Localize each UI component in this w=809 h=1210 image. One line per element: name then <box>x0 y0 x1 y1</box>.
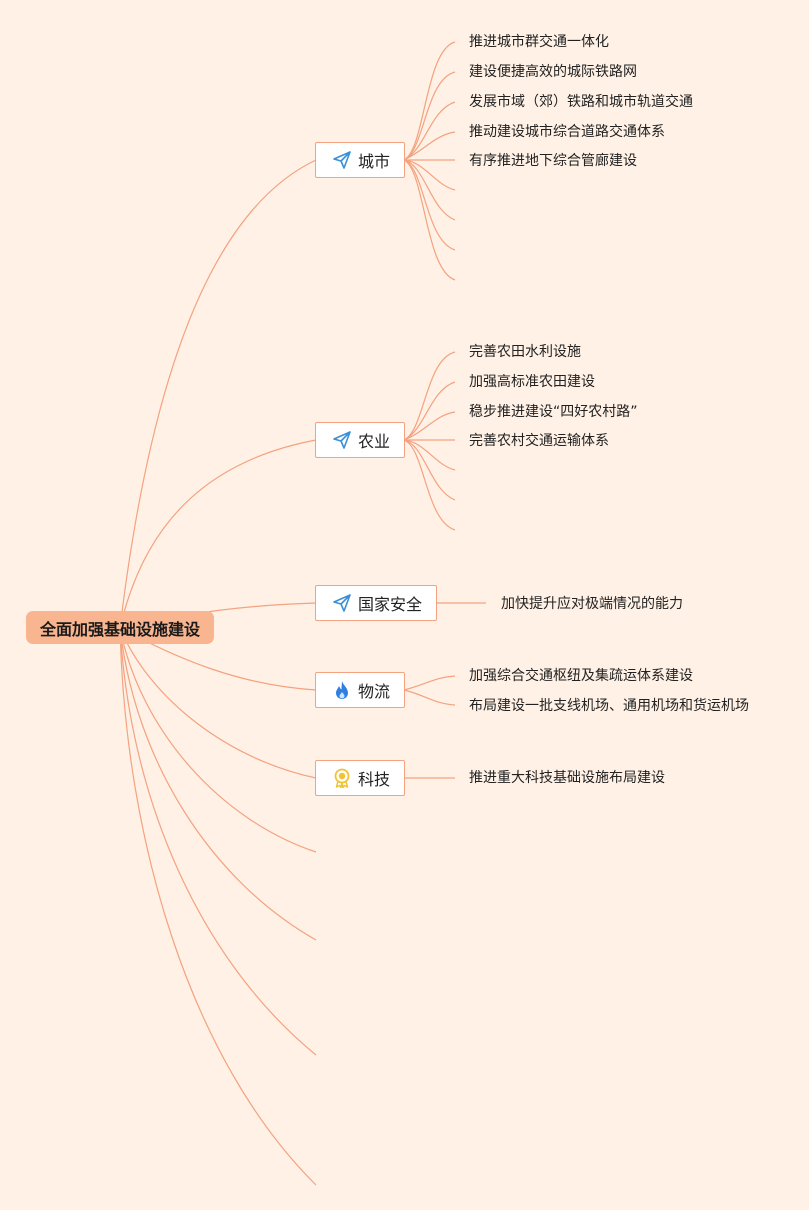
leaf-city-3[interactable]: 发展市域（郊）铁路和城市轨道交通 <box>469 94 693 110</box>
connector-agri-2 <box>403 381 456 441</box>
connector-logistics-2 <box>403 689 456 706</box>
connector-agri-1 <box>403 351 456 441</box>
branch-national-security-label: 国家安全 <box>358 595 423 614</box>
leaf-agriculture-4[interactable]: 完善农村交通运输体系 <box>469 433 609 449</box>
paper-plane-icon <box>332 150 352 170</box>
leaf-city-5[interactable]: 有序推进地下综合管廊建设 <box>469 153 637 169</box>
branch-technology[interactable]: 科技 <box>315 760 405 796</box>
connector-root-empty-4 <box>119 627 317 1186</box>
leaf-agriculture-1[interactable]: 完善农田水利设施 <box>469 344 581 360</box>
connector-logistics-1 <box>403 675 456 691</box>
connector-root-city <box>119 159 317 629</box>
branch-city[interactable]: 城市 <box>315 142 405 178</box>
connector-root-empty-1 <box>119 627 317 853</box>
branch-city-label: 城市 <box>358 152 391 171</box>
paper-plane-icon <box>332 430 352 450</box>
connector-agri-empty-3 <box>403 439 456 531</box>
connector-root-agriculture <box>119 439 317 629</box>
leaf-city-4[interactable]: 推动建设城市综合道路交通体系 <box>469 124 665 140</box>
connector-root-empty-2 <box>119 627 317 941</box>
branch-technology-label: 科技 <box>358 770 391 789</box>
root-label: 全面加强基础设施建设 <box>39 619 200 639</box>
connector-city-3 <box>403 101 456 161</box>
root-node[interactable]: 全面加强基础设施建设 <box>26 611 214 644</box>
connector-city-1 <box>403 41 456 161</box>
leaf-national-security-1[interactable]: 加快提升应对极端情况的能力 <box>501 596 683 612</box>
flame-icon <box>332 680 352 700</box>
leaf-agriculture-2[interactable]: 加强高标准农田建设 <box>469 374 595 390</box>
connector-city-empty-1 <box>403 159 456 191</box>
leaf-city-2[interactable]: 建设便捷高效的城际铁路网 <box>469 64 637 80</box>
connector-city-empty-2 <box>403 159 456 221</box>
connector-agri-empty-2 <box>403 439 456 501</box>
connector-root-empty-3 <box>119 627 317 1056</box>
branch-agriculture[interactable]: 农业 <box>315 422 405 458</box>
connector-city-4 <box>403 131 456 161</box>
leaf-logistics-2[interactable]: 布局建设一批支线机场、通用机场和货运机场 <box>469 698 749 714</box>
connector-city-empty-4 <box>403 159 456 281</box>
leaf-city-1[interactable]: 推进城市群交通一体化 <box>469 34 609 50</box>
connector-city-2 <box>403 71 456 161</box>
connector-city-empty-3 <box>403 159 456 251</box>
connector-agri-3 <box>403 411 456 441</box>
connector-root-tech <box>119 627 317 779</box>
leaf-agriculture-3[interactable]: 稳步推进建设“四好农村路” <box>469 404 638 420</box>
branch-logistics-label: 物流 <box>358 682 391 701</box>
leaf-logistics-1[interactable]: 加强综合交通枢纽及集疏运体系建设 <box>469 668 693 684</box>
paper-plane-icon <box>332 593 352 613</box>
branch-agriculture-label: 农业 <box>358 432 391 451</box>
connector-agri-empty-1 <box>403 439 456 471</box>
branch-logistics[interactable]: 物流 <box>315 672 405 708</box>
branch-national-security[interactable]: 国家安全 <box>315 585 437 621</box>
award-medal-icon <box>332 768 352 788</box>
leaf-technology-1[interactable]: 推进重大科技基础设施布局建设 <box>469 770 665 786</box>
